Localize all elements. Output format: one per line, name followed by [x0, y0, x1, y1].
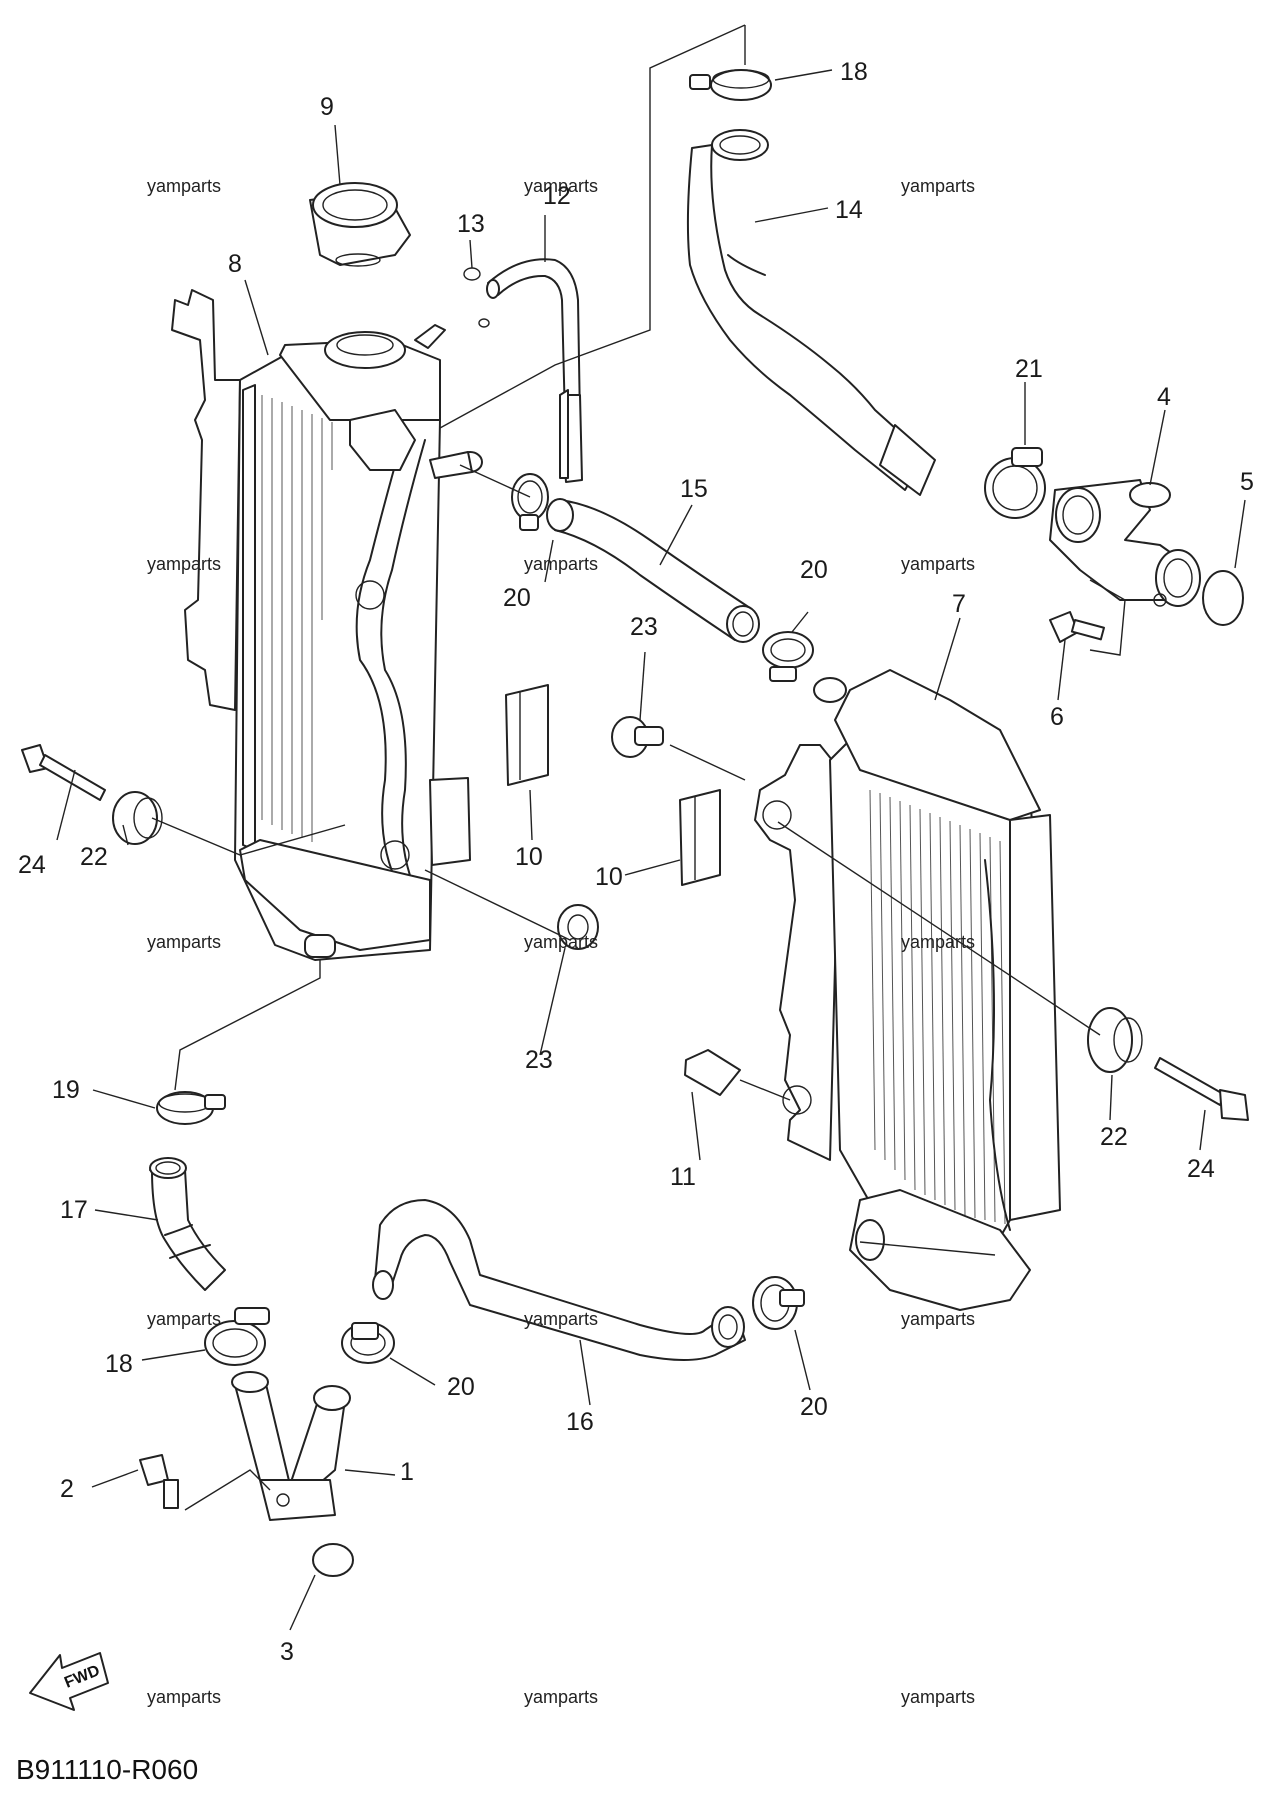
grommet-22-right [1087, 1007, 1143, 1073]
callout-6: 6 [1050, 703, 1064, 731]
collar-23-bottom [557, 904, 599, 950]
callout-labels: 1 2 3 4 5 6 7 8 9 10 10 11 12 13 14 15 1… [18, 58, 1254, 1666]
callout-22-right: 22 [1100, 1123, 1128, 1151]
watermark: yamparts [147, 554, 221, 574]
callout-leaders [56, 69, 1246, 1631]
diagram-code: B911110-R060 [16, 1754, 198, 1785]
callout-12: 12 [543, 182, 571, 210]
hose-16 [372, 1199, 746, 1361]
hose-14 [686, 129, 936, 496]
callout-17: 17 [60, 1196, 88, 1224]
watermark: yamparts [147, 932, 221, 952]
callout-18-bottom: 18 [105, 1350, 133, 1378]
joint-1 [231, 1371, 351, 1521]
watermark: yamparts [147, 176, 221, 196]
callout-22-left: 22 [80, 843, 108, 871]
watermarks: yamparts yamparts yamparts yamparts yamp… [147, 176, 975, 1707]
callout-8: 8 [228, 250, 242, 278]
callout-19: 19 [52, 1076, 80, 1104]
callout-23-top: 23 [630, 613, 658, 641]
callout-14: 14 [835, 196, 863, 224]
callout-2: 2 [60, 1475, 74, 1503]
callout-16: 16 [566, 1408, 594, 1436]
watermark: yamparts [524, 1309, 598, 1329]
callout-20-b: 20 [800, 556, 828, 584]
assembly-lines [151, 24, 1126, 1511]
watermark: yamparts [524, 1687, 598, 1707]
watermark: yamparts [524, 932, 598, 952]
callout-3: 3 [280, 1638, 294, 1666]
clip-13 [463, 267, 490, 328]
grommet-22-left [112, 791, 163, 845]
bolt-2 [139, 1454, 179, 1509]
hose-15 [546, 498, 760, 643]
bolt-24-left [21, 744, 106, 801]
pad-10-left [505, 684, 549, 786]
callout-11: 11 [670, 1163, 696, 1191]
clamp-18-top [689, 69, 772, 101]
watermark: yamparts [524, 554, 598, 574]
callout-24-right: 24 [1187, 1155, 1215, 1183]
bolt-6 [1049, 611, 1105, 643]
clamp-20-b [762, 631, 814, 682]
watermark: yamparts [901, 1687, 975, 1707]
left-radiator [171, 289, 483, 961]
radiator-cap [309, 182, 411, 267]
collar-23-top [611, 716, 664, 758]
watermark: yamparts [524, 176, 598, 196]
callout-10-right: 10 [595, 863, 623, 891]
pad-11 [684, 1049, 741, 1096]
hose-17 [149, 1157, 226, 1291]
callout-21: 21 [1015, 355, 1043, 383]
callout-1: 1 [400, 1458, 414, 1486]
watermark: yamparts [901, 554, 975, 574]
pipe-4 [1049, 479, 1201, 607]
o-ring-3 [312, 1543, 354, 1577]
watermark: yamparts [147, 1687, 221, 1707]
clamp-21 [984, 447, 1046, 519]
callout-23-bottom: 23 [525, 1046, 553, 1074]
callout-24-left: 24 [18, 851, 46, 879]
callout-9: 9 [320, 93, 334, 121]
clamp-20-a [511, 473, 549, 531]
callout-5: 5 [1240, 468, 1254, 496]
watermark: yamparts [901, 932, 975, 952]
pad-10-right [679, 789, 721, 886]
bolt-24-right [1154, 1057, 1249, 1121]
callout-13: 13 [457, 210, 485, 238]
callout-18-top: 18 [840, 58, 868, 86]
watermark: yamparts [901, 1309, 975, 1329]
callout-20-d: 20 [800, 1393, 828, 1421]
clamp-20-d [752, 1276, 805, 1330]
clamp-20-c [341, 1322, 395, 1364]
callout-10-left: 10 [515, 843, 543, 871]
watermark: yamparts [147, 1309, 221, 1329]
clamp-18-bottom [204, 1307, 270, 1366]
clamp-19 [156, 1091, 226, 1125]
o-ring-5 [1202, 570, 1244, 626]
callout-4: 4 [1157, 383, 1171, 411]
callout-20-c: 20 [447, 1373, 475, 1401]
fwd-arrow-icon: FWD [29, 1652, 109, 1711]
callout-7: 7 [952, 590, 966, 618]
callout-15: 15 [680, 475, 708, 503]
hose-12 [486, 258, 583, 483]
right-radiator [754, 669, 1061, 1311]
callout-20-a: 20 [503, 584, 531, 612]
watermark: yamparts [901, 176, 975, 196]
